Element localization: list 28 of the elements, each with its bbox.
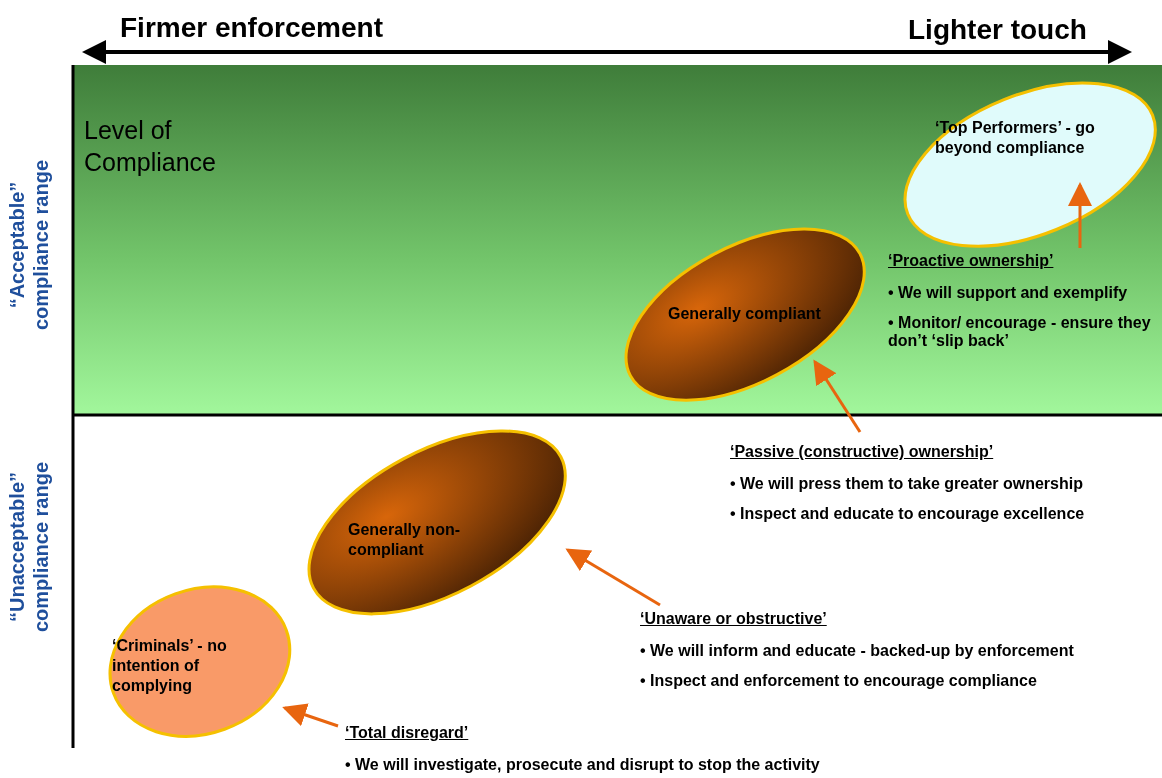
- heading-text: ‘Total disregard’: [345, 724, 469, 742]
- range-label: “Unacceptable” compliance range: [5, 460, 53, 635]
- bullet-text: • We will investigate, prosecute and disrupt to stop the activity: [345, 756, 821, 774]
- bullet-text: • We will press them to take greater ownership: [730, 475, 1084, 493]
- ellipse-text: Generally compliant: [668, 304, 822, 324]
- chart-label: Level of Compliance: [84, 115, 217, 178]
- range-label: “Acceptable” compliance range: [5, 158, 53, 333]
- bullet-text: • We will support and exemplify: [888, 284, 1129, 302]
- arrow: [1068, 182, 1092, 248]
- ellipse-node: [305, 427, 569, 617]
- ellipse-text: ‘Top Performers’ - go beyond compliance: [935, 118, 1096, 158]
- bullet-text: • Inspect and educate to encourage excellence: [730, 505, 1086, 523]
- heading-text: ‘Passive (constructive) ownership’: [730, 443, 994, 461]
- ellipse-node: [901, 80, 1159, 250]
- ellipse-node: [622, 226, 868, 404]
- arrow: [813, 359, 862, 433]
- axis-title: Lighter touch: [908, 14, 1087, 46]
- bullet-text: • Inspect and enforcement to encourage compliance: [640, 672, 1038, 690]
- ellipse-text: ‘Criminals’ - no intention of complying: [112, 636, 228, 696]
- ellipse-node: [107, 584, 293, 740]
- arrow: [565, 548, 661, 607]
- axis-title: Firmer enforcement: [120, 12, 383, 44]
- heading-text: ‘Proactive ownership’: [888, 252, 1054, 270]
- ellipse-text: Generally non-compliant: [348, 520, 461, 560]
- bullet-text: • Monitor/ encourage - ensure they don’t ‘slip back’: [888, 314, 1152, 350]
- arrow: [282, 703, 339, 728]
- bullet-text: • We will inform and educate - backed-up by enforcement: [640, 642, 1075, 660]
- heading-text: ‘Unaware or obstructive’: [640, 610, 827, 628]
